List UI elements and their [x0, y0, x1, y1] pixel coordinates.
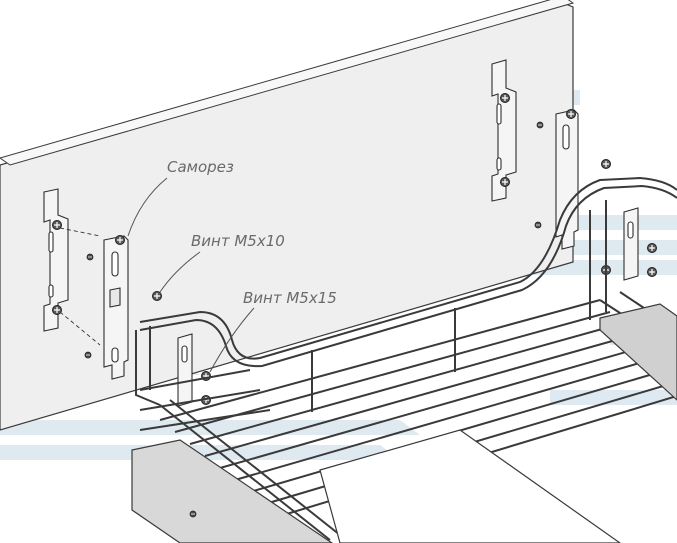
- callout-screw-m5x15: Винт М5х15: [243, 289, 337, 307]
- left-basket-bracket: [103, 234, 129, 380]
- left-wall-bracket: [43, 188, 69, 332]
- left-loose-screws: [59, 227, 163, 359]
- cabinet-panels: [131, 303, 677, 543]
- right-wall-bracket: [491, 59, 517, 202]
- wall-panel: [0, 0, 575, 431]
- callout-screw-m5x10: Винт М5х10: [191, 232, 285, 250]
- right-side-clip: [600, 207, 658, 281]
- callout-self-tapping-screw: Саморез: [167, 158, 234, 176]
- callout-leaders: [127, 177, 255, 373]
